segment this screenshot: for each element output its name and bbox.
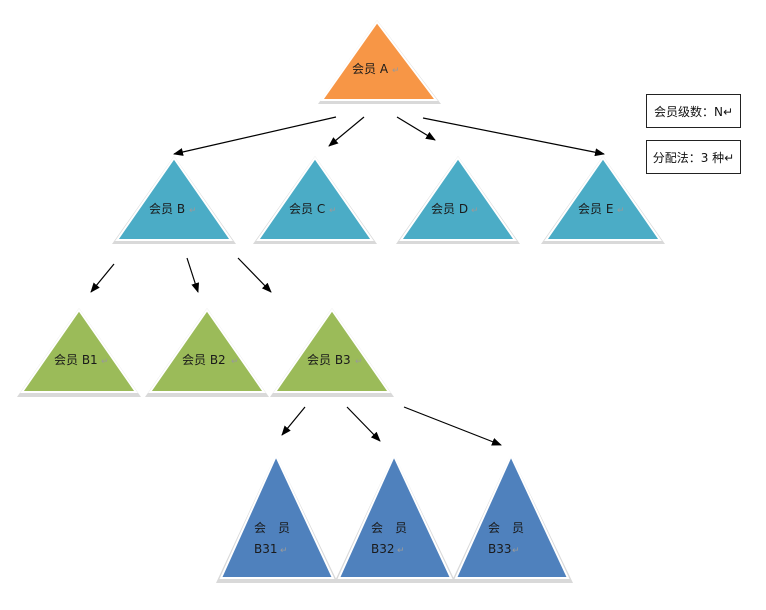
node-b32-paragraph-mark: ↵ <box>397 546 405 556</box>
node-b32-label-line1: 会 员 <box>371 521 407 535</box>
node-member-d: 会员 D ↵ <box>396 156 520 244</box>
node-c-paragraph-mark: ↵ <box>329 206 337 216</box>
node-member-b31: 会 员 B31 ↵ <box>216 453 338 583</box>
node-b31-paragraph-mark: ↵ <box>280 546 288 556</box>
triangle-b <box>115 156 233 241</box>
node-e-paragraph-mark: ↵ <box>617 206 625 216</box>
arrow-b-to-b3 <box>237 257 272 293</box>
triangle-c <box>256 156 374 241</box>
triangle-b33 <box>454 453 570 579</box>
node-b1-label: 会员 B1 <box>54 353 98 367</box>
triangle-a <box>320 20 439 101</box>
node-b2-paragraph-mark: ↵ <box>231 357 239 367</box>
node-member-e: 会员 E ↵ <box>541 156 665 244</box>
node-member-c: 会员 C ↵ <box>253 156 377 244</box>
arrow-a-to-b <box>173 116 337 156</box>
node-member-b2: 会员 B2 ↵ <box>145 308 269 397</box>
arrow-b-to-b2 <box>186 257 200 293</box>
triangle-b31 <box>219 453 335 579</box>
node-b3-paragraph-mark: ↵ <box>355 357 363 367</box>
node-b32-label-line2: B32 <box>371 542 395 556</box>
node-member-b: 会员 B ↵ <box>112 156 236 244</box>
arrow-a-to-c <box>328 116 365 147</box>
node-b1-paragraph-mark: ↵ <box>101 357 109 367</box>
node-member-b1: 会员 B1 ↵ <box>17 308 141 397</box>
node-b33-label-line2: B33 <box>488 542 512 556</box>
arrow-a-to-e <box>422 117 605 157</box>
node-d-paragraph-mark: ↵ <box>471 206 479 216</box>
node-b31-label-line2: B31 <box>254 542 278 556</box>
triangle-d <box>399 156 517 241</box>
node-b2-label: 会员 B2 <box>182 353 226 367</box>
arrow-b-to-b1 <box>90 263 115 293</box>
node-member-b32: 会 员 B32 ↵ <box>334 453 456 583</box>
arrow-a-to-d <box>396 116 436 141</box>
node-member-a: 会员 A ↵ <box>318 20 441 104</box>
triangle-b3 <box>273 308 391 393</box>
node-member-b33: 会 员 B33 ↵ <box>451 453 573 583</box>
allocation-methods-box: 分配法：3 种↵ <box>646 140 741 174</box>
node-c-label: 会员 C <box>289 202 325 216</box>
triangle-b32 <box>337 453 453 579</box>
triangle-e <box>544 156 662 241</box>
node-d-label: 会员 D <box>431 202 468 216</box>
allocation-methods-text: 分配法：3 种↵ <box>652 150 735 165</box>
node-b31-label-line1: 会 员 <box>254 521 290 535</box>
node-a-label: 会员 A <box>352 62 389 76</box>
node-e-label: 会员 E <box>578 202 613 216</box>
member-levels-text: 会员级数：N↵ <box>653 104 734 119</box>
node-b-label: 会员 B <box>149 202 185 216</box>
node-b33-paragraph-mark: ↵ <box>512 546 520 556</box>
member-levels-box: 会员级数：N↵ <box>646 94 741 128</box>
arrow-b3-to-b32 <box>346 406 381 442</box>
node-b-paragraph-mark: ↵ <box>189 206 197 216</box>
triangle-b2 <box>148 308 266 393</box>
triangle-b1 <box>20 308 138 393</box>
arrow-b3-to-b31 <box>281 406 306 436</box>
node-b33-label-line1: 会 员 <box>488 521 524 535</box>
node-b3-label: 会员 B3 <box>307 353 351 367</box>
node-a-paragraph-mark: ↵ <box>392 66 400 76</box>
node-member-b3: 会员 B3 ↵ <box>270 308 394 397</box>
arrow-b3-to-b33 <box>403 406 502 446</box>
